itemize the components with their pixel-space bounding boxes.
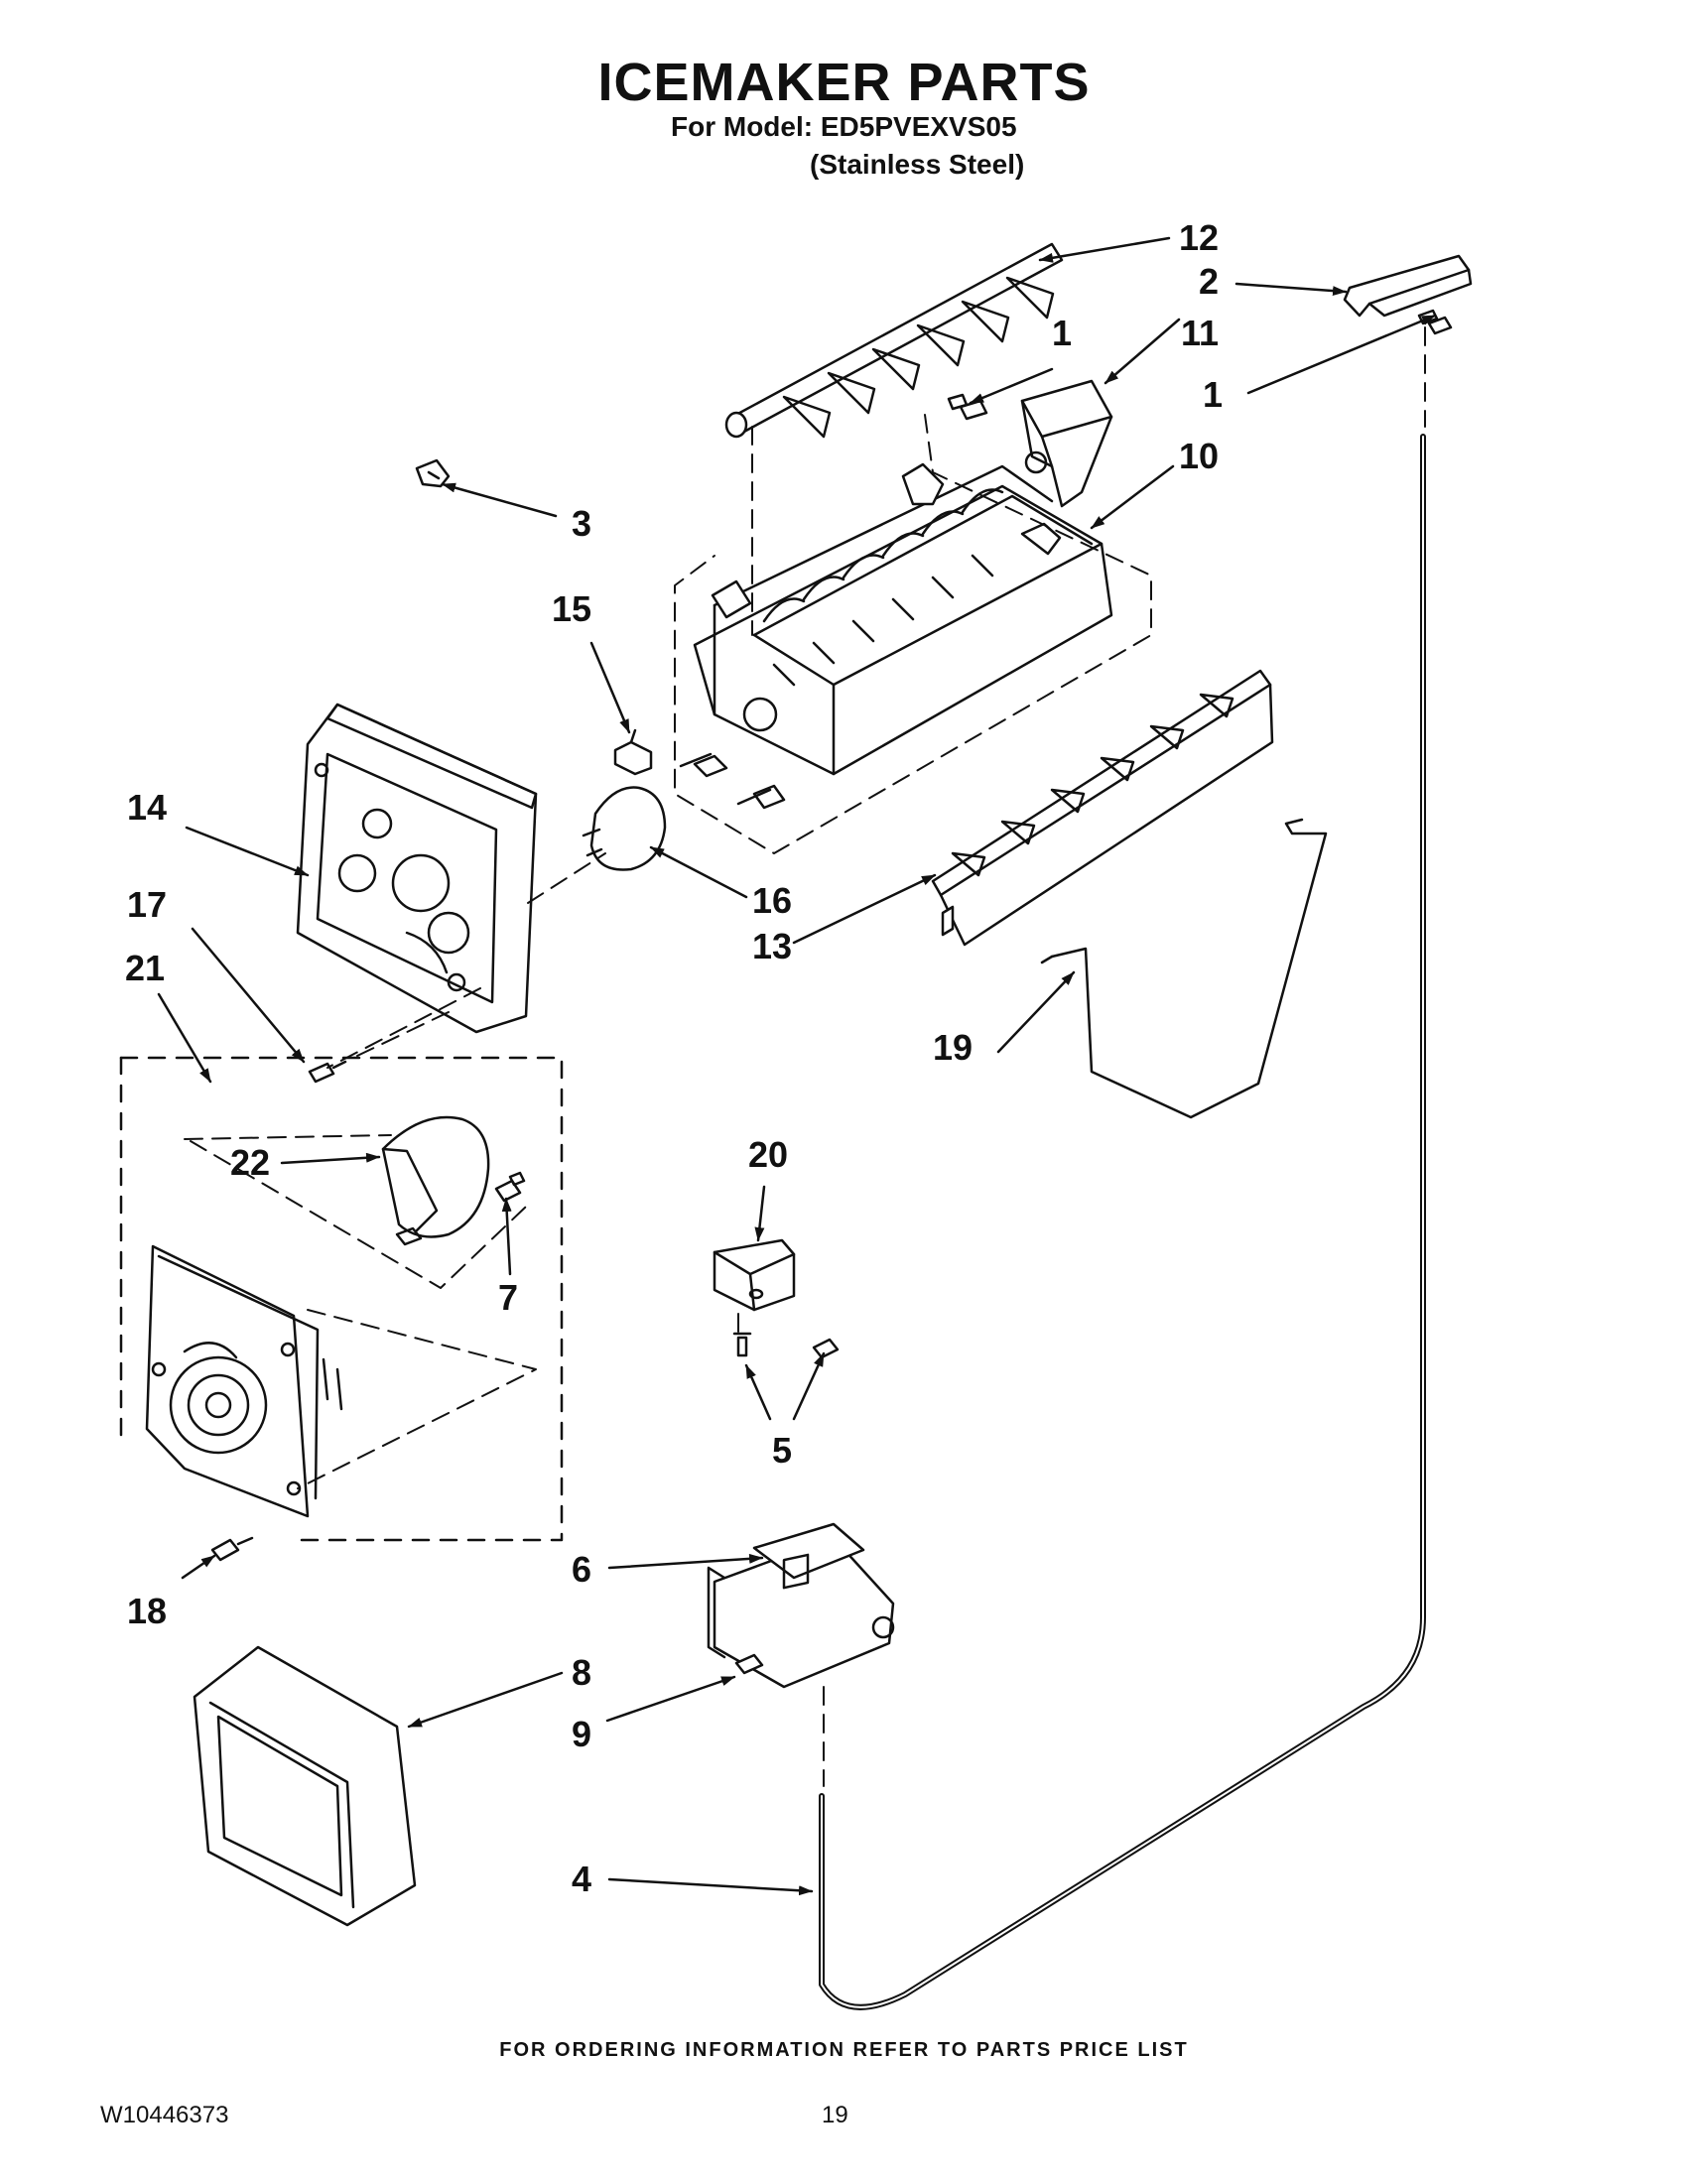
callout-12: 12 — [1179, 217, 1219, 258]
page-title: ICEMAKER PARTS — [597, 53, 1091, 112]
part-18-screw — [210, 1536, 254, 1562]
part-5-screw-left — [732, 1332, 752, 1357]
part-5-screw-right — [812, 1338, 840, 1359]
document-number: W10446373 — [100, 2102, 229, 2128]
part-8-cover — [193, 1645, 417, 1927]
callout-4: 4 — [572, 1859, 591, 1899]
callout-labels: 12 2 1 11 1 10 3 15 14 16 17 13 21 19 20… — [125, 217, 1223, 1899]
ordering-note: FOR ORDERING INFORMATION REFER TO PARTS … — [499, 2039, 1189, 2061]
part-19-shutoff-arm — [1040, 818, 1328, 1119]
callout-7: 7 — [498, 1277, 518, 1318]
part-12-ejector-blade — [724, 242, 1064, 439]
callout-leader-lines — [157, 236, 1437, 1896]
callout-14: 14 — [127, 787, 167, 828]
callout-6: 6 — [572, 1549, 591, 1590]
callout-5: 5 — [772, 1430, 792, 1471]
callout-15: 15 — [552, 588, 591, 629]
callout-20: 20 — [748, 1134, 788, 1175]
callout-16: 16 — [752, 880, 792, 921]
part-16-module — [582, 786, 667, 871]
part-11-fill-cup — [1020, 379, 1113, 508]
callout-3: 3 — [572, 503, 591, 544]
part-15-clip — [613, 728, 653, 776]
callout-17: 17 — [127, 884, 167, 925]
callout-11: 11 — [1181, 313, 1219, 353]
callout-19: 19 — [933, 1027, 973, 1068]
part-13-stripper — [931, 669, 1274, 947]
part-22-motor — [381, 1115, 490, 1246]
callout-13: 13 — [752, 926, 792, 966]
part-14-housing — [296, 703, 538, 1034]
part-17-screw — [308, 1060, 347, 1084]
callout-1-right: 1 — [1203, 374, 1223, 415]
part-1-screw-top — [947, 393, 988, 421]
callout-9: 9 — [572, 1714, 591, 1754]
part-4-water-tube — [819, 434, 1426, 2010]
page-number: 19 — [822, 2102, 848, 2128]
part-7-screw — [494, 1171, 526, 1203]
callout-18: 18 — [127, 1591, 167, 1631]
part-2-bracket — [1343, 254, 1473, 318]
callout-8: 8 — [572, 1652, 591, 1693]
page-header: ICEMAKER PARTS For Model: ED5PVEXVS05 (S… — [0, 0, 1688, 198]
callout-10: 10 — [1179, 436, 1219, 476]
part-22-mounting-plate — [145, 1244, 343, 1518]
part-3-clip — [415, 458, 451, 488]
callout-21: 21 — [125, 948, 165, 988]
callout-2: 2 — [1199, 261, 1219, 302]
part-20-bracket — [713, 1238, 796, 1312]
part-21-motor-assembly-box — [119, 1056, 564, 1542]
part-6-water-valve — [707, 1522, 895, 1689]
part-9-screw — [734, 1653, 764, 1675]
part-10-mold — [679, 462, 1113, 810]
callout-22: 22 — [230, 1142, 270, 1183]
callout-1-top: 1 — [1052, 313, 1072, 353]
model-line: For Model: ED5PVEXVS05 — [671, 111, 1017, 142]
assembly-dashed-lines — [184, 326, 1426, 1787]
part-1-screw-right — [1417, 309, 1453, 335]
finish-line: (Stainless Steel) — [810, 149, 1025, 180]
